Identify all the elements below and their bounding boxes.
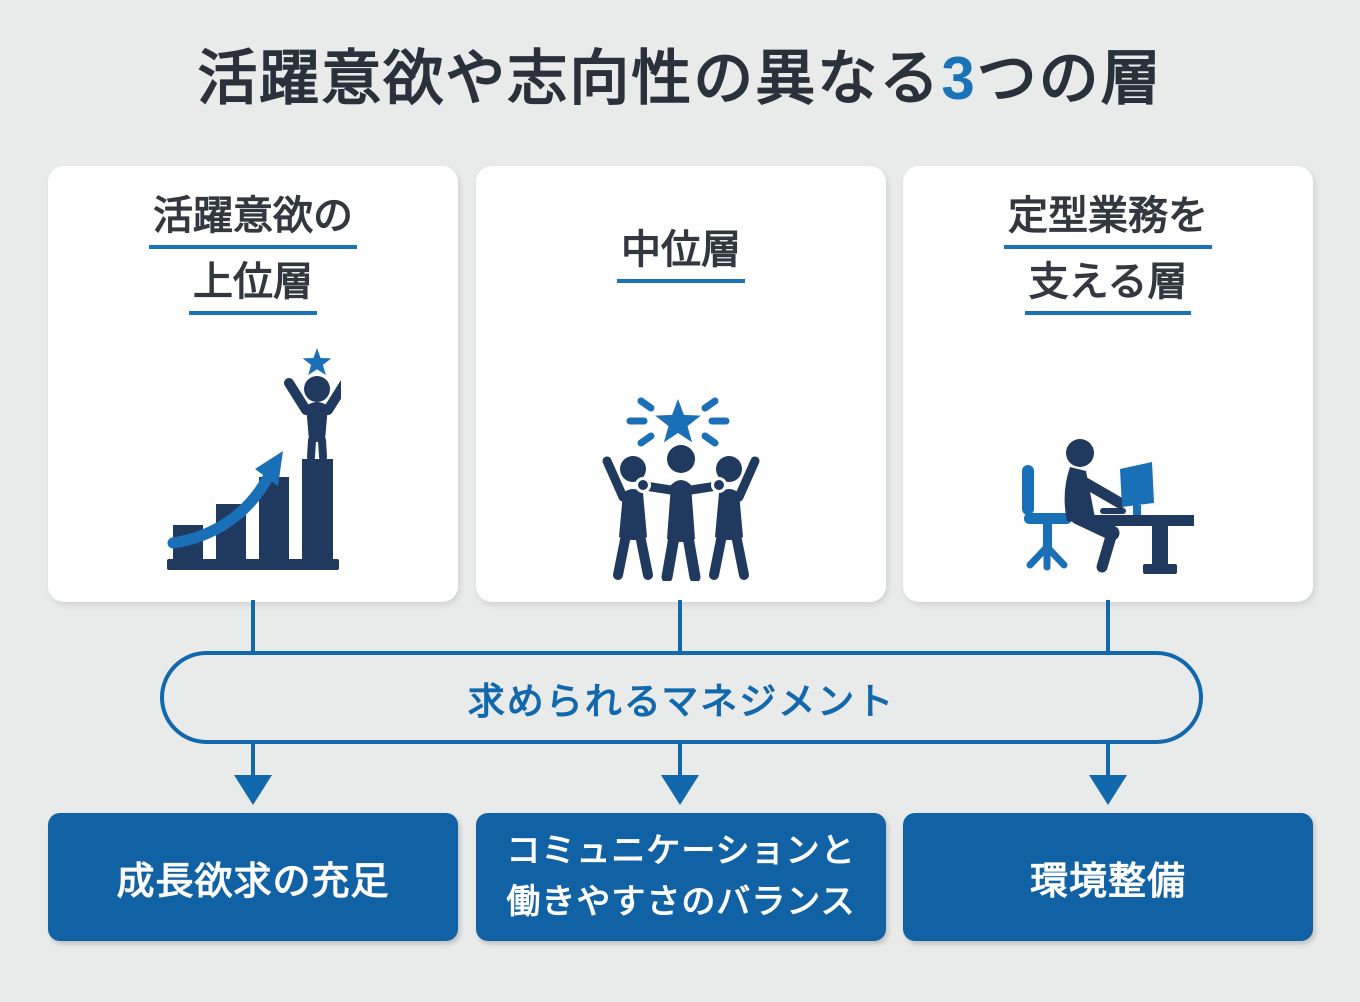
desk-work-icon — [1022, 439, 1194, 580]
title-prefix: 活躍意欲や志向性の異なる — [197, 45, 942, 112]
outcome-text: 働きやすさのバランス — [506, 883, 856, 921]
heading-line: 中位層 — [617, 230, 745, 283]
card-heading: 定型業務を 支える層 — [903, 196, 1313, 328]
outcome-text: 成長欲求の充足 — [116, 860, 390, 903]
team-celebration-icon — [593, 393, 769, 586]
card-top-motivation-layer: 活躍意欲の 上位層 — [48, 166, 458, 602]
down-arrow-icon — [661, 775, 699, 805]
connector-line — [678, 744, 682, 776]
heading-line: 定型業務を — [1004, 196, 1212, 249]
page-title: 活躍意欲や志向性の異なる3つの層 — [0, 44, 1360, 113]
outcome-box-communication-balance: コミュニケーションと 働きやすさのバランス — [476, 813, 886, 941]
card-heading: 活躍意欲の 上位層 — [48, 196, 458, 328]
title-suffix: つの層 — [976, 45, 1163, 112]
management-pill: 求められるマネジメント — [160, 651, 1203, 744]
outcome-box-growth: 成長欲求の充足 — [48, 813, 458, 941]
heading-line: 上位層 — [189, 262, 317, 315]
connector-line — [251, 744, 255, 776]
connector-line — [1106, 744, 1110, 776]
card-middle-layer: 中位層 — [476, 166, 886, 602]
down-arrow-icon — [234, 775, 272, 805]
card-heading: 中位層 — [476, 230, 886, 296]
connector-line — [251, 600, 255, 653]
heading-line: 活躍意欲の — [149, 196, 357, 249]
growth-chart-icon — [165, 347, 350, 576]
heading-line: 支える層 — [1024, 262, 1192, 315]
card-routine-support-layer: 定型業務を 支える層 — [903, 166, 1313, 602]
outcome-text: コミュニケーションと — [506, 832, 856, 870]
outcome-box-environment: 環境整備 — [903, 813, 1313, 941]
connector-line — [678, 600, 682, 653]
outcome-text: 環境整備 — [1029, 860, 1186, 903]
down-arrow-icon — [1089, 775, 1127, 805]
management-pill-label: 求められるマネジメント — [467, 680, 896, 722]
connector-line — [1106, 600, 1110, 653]
title-highlight-number: 3 — [941, 45, 977, 112]
